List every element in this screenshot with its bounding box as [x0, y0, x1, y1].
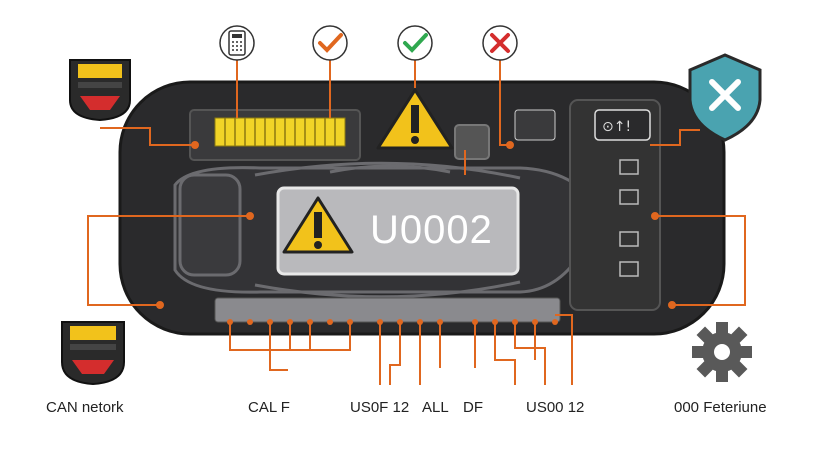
right-module: ⊙↑!: [514, 99, 661, 311]
error-display-panel: [276, 186, 520, 276]
connector-lines: [87, 60, 746, 385]
label-can-network: CAN netork: [46, 399, 124, 416]
label-feature: 000 Feteriune: [674, 399, 767, 416]
cross-red-icon: [482, 25, 518, 61]
battery-badge-top: [69, 59, 131, 122]
calculator-icon: [219, 25, 255, 61]
svg-text:⊙↑!: ⊙↑!: [602, 119, 631, 135]
check-green-icon: [397, 25, 433, 61]
label-us00-12: US00 12: [526, 399, 585, 416]
error-code: U0002: [370, 208, 493, 252]
shield-cross-icon: [688, 53, 762, 142]
check-orange-icon: [312, 25, 348, 61]
ecu-module: [189, 109, 361, 161]
label-df: DF: [463, 399, 483, 416]
label-all: ALL: [422, 399, 449, 416]
pin-connector: [214, 297, 561, 325]
warning-icon: [376, 88, 454, 150]
gear-icon: [692, 322, 752, 382]
label-us0f-12: US0F 12: [350, 399, 410, 416]
battery-badge-bottom: [61, 321, 125, 386]
label-cal-f: CAL F: [248, 399, 290, 416]
sensor-chip: [454, 124, 490, 160]
